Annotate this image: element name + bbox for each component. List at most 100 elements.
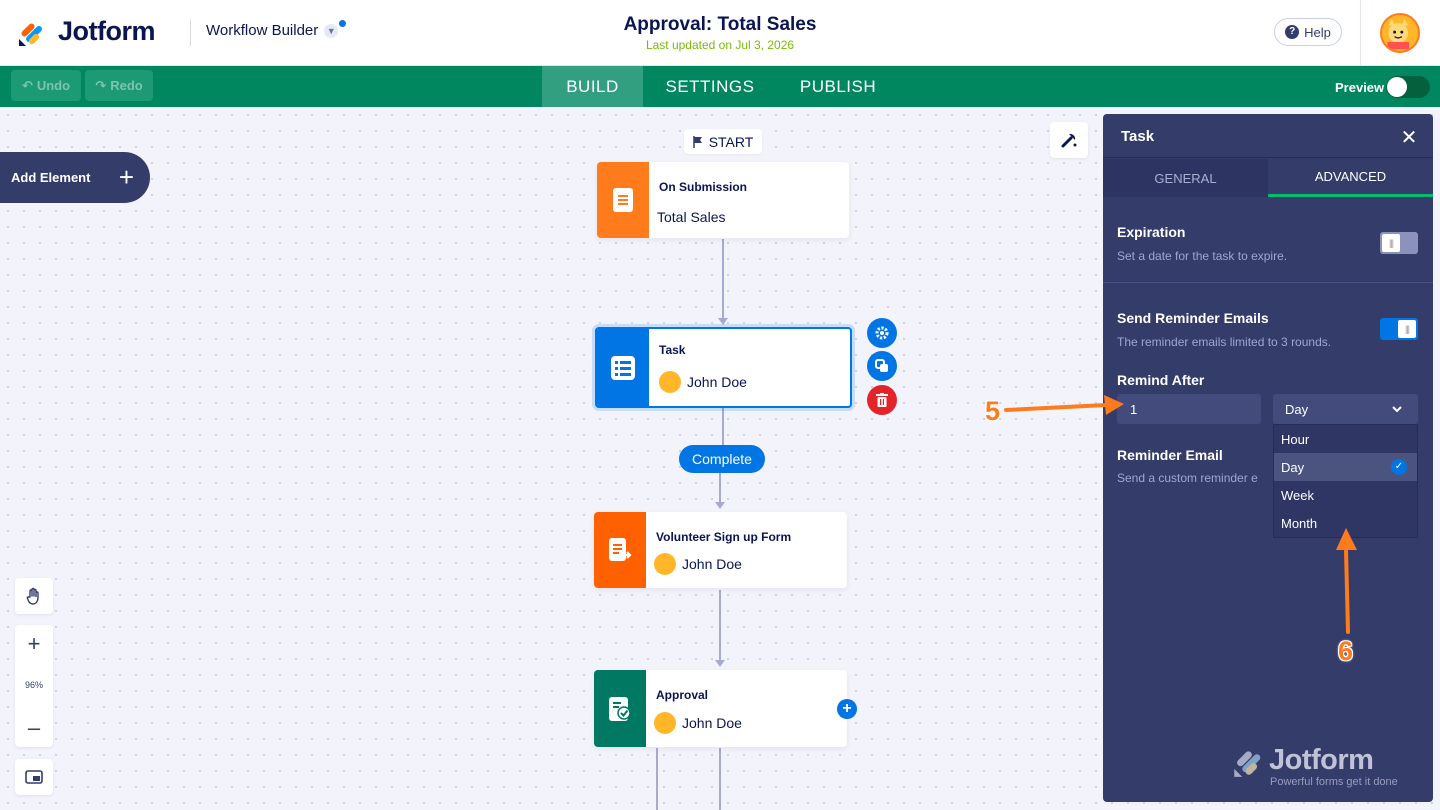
option-week[interactable]: Week xyxy=(1281,488,1314,503)
trash-icon xyxy=(876,393,888,407)
help-button[interactable]: ? Help xyxy=(1274,18,1342,46)
option-label: Day xyxy=(1281,460,1305,475)
remind-after-input[interactable]: 1 xyxy=(1117,394,1261,424)
approval-icon xyxy=(609,696,631,721)
zoom-controls: + 96% – xyxy=(15,625,53,747)
check-icon: ✓ xyxy=(1391,459,1407,475)
duplicate-icon xyxy=(875,359,888,372)
node-icon-strip xyxy=(594,512,646,588)
workflow-node-task[interactable]: Task John Doe xyxy=(595,327,852,408)
reminder-email-desc: Send a custom reminder e xyxy=(1117,471,1258,485)
close-icon[interactable]: ✕ xyxy=(1400,127,1418,149)
minimap-icon xyxy=(25,770,43,784)
auto-layout-button[interactable] xyxy=(1050,122,1088,158)
connector-line xyxy=(722,408,724,445)
chevron-down-icon xyxy=(1392,406,1402,413)
connector-arrow xyxy=(715,660,725,667)
node-delete-button[interactable] xyxy=(867,385,897,415)
connector-line xyxy=(719,590,721,660)
user-avatar[interactable] xyxy=(1380,13,1420,53)
reminder-desc: The reminder emails limited to 3 rounds. xyxy=(1117,335,1332,349)
annotation-step-number: 5 xyxy=(985,396,1001,426)
assignee-avatar xyxy=(654,712,676,734)
reminder-toggle[interactable]: ||| xyxy=(1380,318,1418,340)
connector-line xyxy=(719,473,721,503)
avatar-face-icon xyxy=(1387,18,1409,50)
assignee-name: John Doe xyxy=(682,715,742,731)
toggle-knob xyxy=(1387,77,1407,97)
tab-publish[interactable]: PUBLISH xyxy=(799,76,877,96)
assignee-avatar xyxy=(654,553,676,575)
remind-unit-value: Day xyxy=(1285,402,1309,417)
add-element-button[interactable]: Add Element + xyxy=(0,152,150,203)
tab-advanced[interactable]: ADVANCED xyxy=(1268,159,1433,197)
node-assignee: John Doe xyxy=(659,371,747,393)
option-hour[interactable]: Hour xyxy=(1281,432,1310,447)
jotform-logo-icon xyxy=(19,22,42,46)
chevron-down-icon: ▼ xyxy=(324,23,339,38)
undo-button[interactable]: ↶ Undo xyxy=(11,70,81,101)
workflow-builder-label: Workflow Builder xyxy=(206,22,319,39)
zoom-out-button[interactable]: – xyxy=(27,715,41,740)
node-title: Task xyxy=(659,343,686,357)
node-title: Approval xyxy=(656,688,709,702)
node-duplicate-button[interactable] xyxy=(867,351,897,381)
reminder-email-title: Reminder Email xyxy=(1117,447,1223,463)
form-assign-icon xyxy=(609,538,632,561)
help-icon: ? xyxy=(1285,25,1300,39)
complete-branch-label[interactable]: Complete xyxy=(679,445,765,473)
workflow-node-approval[interactable]: Approval John Doe xyxy=(594,670,847,747)
redo-label: Redo xyxy=(110,78,143,93)
assignee-avatar xyxy=(659,371,681,393)
tab-build[interactable]: BUILD xyxy=(542,66,643,107)
connector-line xyxy=(656,748,658,810)
expiration-toggle[interactable]: ||| xyxy=(1380,232,1418,254)
minimap-button[interactable] xyxy=(15,759,53,795)
connector-line xyxy=(722,239,724,319)
builder-navbar: ↶ Undo ↷ Redo BUILD SETTINGS PUBLISH Pre… xyxy=(0,66,1440,107)
remind-unit-select[interactable]: Day xyxy=(1273,394,1418,424)
add-branch-button[interactable]: + xyxy=(837,699,857,719)
redo-button[interactable]: ↷ Redo xyxy=(85,70,153,101)
preview-toggle[interactable] xyxy=(1386,76,1430,98)
start-label: START xyxy=(708,133,754,150)
workflow-builder-menu[interactable]: Workflow Builder ▼ xyxy=(206,22,339,39)
tab-settings[interactable]: SETTINGS xyxy=(665,76,755,96)
assignee-name: John Doe xyxy=(687,374,747,390)
flag-icon xyxy=(692,135,702,148)
tab-general[interactable]: GENERAL xyxy=(1103,159,1268,197)
connector-line xyxy=(719,748,721,810)
zoom-in-button[interactable]: + xyxy=(27,631,41,656)
remind-unit-dropdown: Hour Day ✓ Week Month xyxy=(1273,424,1418,538)
app-header: Jotform Workflow Builder ▼ Approval: Tot… xyxy=(0,0,1440,66)
title-block: Approval: Total Sales Last updated on Ju… xyxy=(520,14,920,52)
hand-icon xyxy=(26,587,39,605)
jotform-logo[interactable]: Jotform xyxy=(18,16,156,47)
node-assignee: John Doe xyxy=(654,553,742,575)
toggle-knob: ||| xyxy=(1398,320,1416,338)
expiration-title: Expiration xyxy=(1117,224,1186,240)
pan-tool-button[interactable] xyxy=(15,578,53,614)
expiration-desc: Set a date for the task to expire. xyxy=(1117,249,1288,263)
header-divider xyxy=(190,20,191,46)
option-month[interactable]: Month xyxy=(1281,516,1318,531)
jotform-logo-icon xyxy=(1234,751,1261,777)
watermark-tagline: Powerful forms get it done xyxy=(1270,776,1398,788)
page-title[interactable]: Approval: Total Sales xyxy=(623,14,817,35)
workflow-node-on-submission[interactable]: On Submission Total Sales xyxy=(597,162,849,238)
gear-icon xyxy=(875,326,889,340)
option-day[interactable]: Day ✓ xyxy=(1274,453,1417,481)
undo-icon: ↶ xyxy=(21,77,33,93)
node-title: Volunteer Sign up Form xyxy=(656,530,792,544)
node-settings-button[interactable] xyxy=(867,318,897,348)
last-updated-text: Last updated on Jul 3, 2026 xyxy=(645,38,795,52)
node-icon-strip xyxy=(594,670,646,747)
zoom-level: 96% xyxy=(24,680,43,690)
panel-tabs: GENERAL ADVANCED xyxy=(1103,159,1433,197)
magic-wand-icon xyxy=(1061,133,1077,148)
workflow-node-volunteer-form[interactable]: Volunteer Sign up Form John Doe xyxy=(594,512,847,588)
node-subtitle: Total Sales xyxy=(657,209,726,225)
remind-after-label: Remind After xyxy=(1117,372,1205,388)
toggle-knob: ||| xyxy=(1382,234,1400,252)
